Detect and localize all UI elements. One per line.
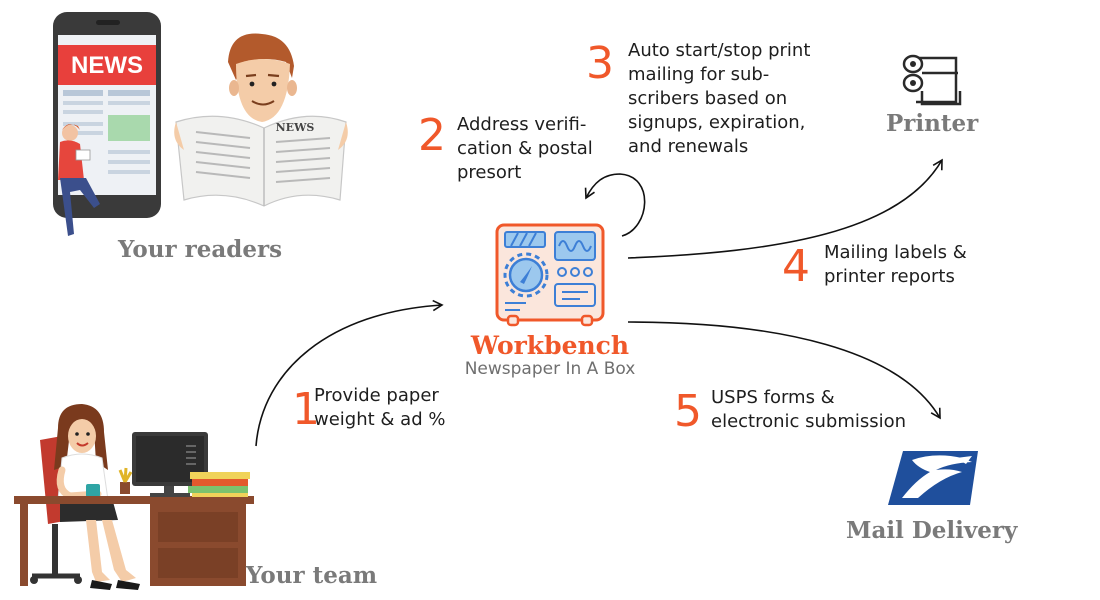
step-4-number: 4 xyxy=(782,241,810,292)
step-1-number: 1 xyxy=(292,384,320,435)
office-worker-illustration xyxy=(14,404,254,590)
printer-icon xyxy=(902,54,962,106)
readers-label: Your readers xyxy=(118,236,283,263)
newspaper-masthead: NEWS xyxy=(276,121,315,134)
workbench-title: Workbench xyxy=(470,331,630,360)
step-5-number: 5 xyxy=(674,386,702,437)
step-1-text: Provide paper weight & ad % xyxy=(314,385,446,430)
man-reading-newspaper-illustration: NEWS xyxy=(174,33,348,207)
arrow-address-verification-loop xyxy=(584,173,646,237)
step-2-number: 2 xyxy=(418,110,446,161)
workbench-icon xyxy=(495,223,605,327)
arrow-workbench-to-mail xyxy=(627,321,941,420)
step-5-text: USPS forms & electronic submission xyxy=(711,387,907,432)
workbench-subtitle: Newspaper In A Box xyxy=(464,359,636,379)
arrow-workbench-to-printer xyxy=(627,158,943,259)
phone-news-headline: NEWS xyxy=(71,52,143,79)
arrow-team-to-workbench xyxy=(255,299,444,447)
mail-delivery-label: Mail Delivery xyxy=(846,517,1018,544)
smartphone-illustration: NEWS xyxy=(53,12,161,236)
usps-eagle-logo xyxy=(888,451,978,505)
phone-news-banner xyxy=(58,45,156,85)
step-2-text: Address verifi- cation & postal presort xyxy=(457,114,593,183)
printer-label: Printer xyxy=(886,110,979,137)
team-label: Your team xyxy=(246,562,378,589)
step-3-number: 3 xyxy=(586,38,614,89)
step-4-text: Mailing labels & printer reports xyxy=(824,242,967,287)
step-3-text: Auto start/stop print mailing for sub- s… xyxy=(628,40,811,157)
